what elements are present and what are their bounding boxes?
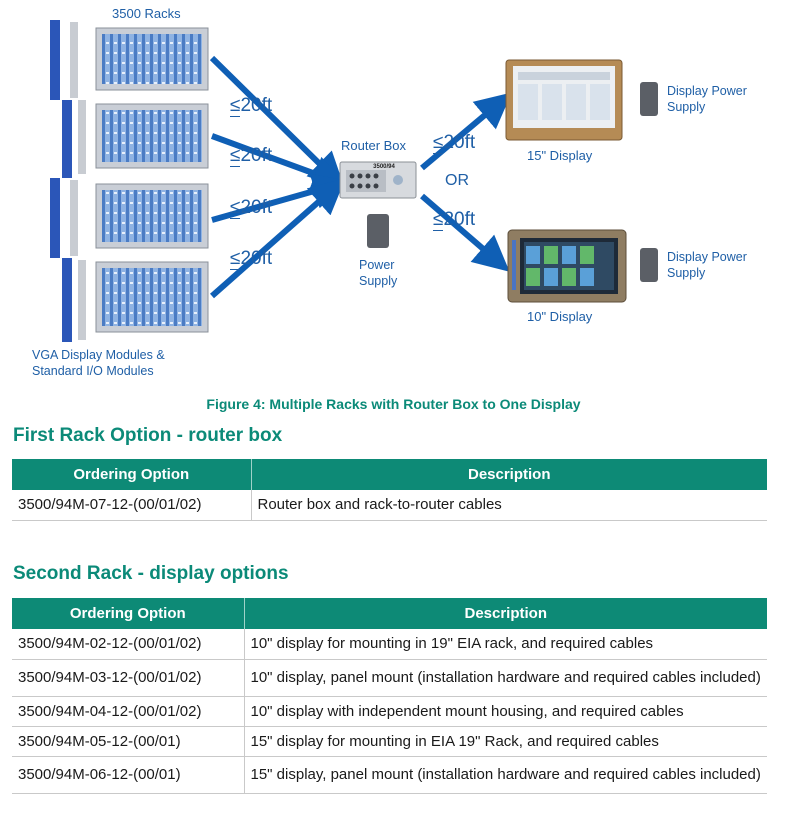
module-card (70, 22, 78, 98)
display-15-label: 15" Display (527, 148, 593, 163)
table-header-row: Ordering Option Description (12, 459, 767, 490)
display-power-supply-unit (640, 248, 658, 282)
less-equal-symbol: ≤ (230, 248, 241, 270)
column-header-ordering-option: Ordering Option (12, 598, 245, 629)
description-cell: 10" display with independent mount housi… (244, 696, 767, 727)
less-equal-symbol: ≤ (433, 132, 444, 154)
module-card (50, 20, 60, 100)
display-power-supply-unit (640, 82, 658, 116)
system-diagram-figure: 3500/94 (0, 0, 787, 395)
module-card (78, 260, 86, 340)
column-header-description: Description (251, 459, 767, 490)
section-title-display-options: Second Rack - display options (13, 563, 289, 584)
arrow (210, 178, 346, 299)
router-box-label: Router Box (341, 138, 407, 153)
table-row: 3500/94M-07-12-(00/01/02) Router box and… (12, 490, 767, 521)
distance-value: 20ft (240, 145, 273, 166)
table-row: 3500/94M-06-12-(00/01) 15" display, pane… (12, 756, 767, 794)
figure-caption: Figure 4: Multiple Racks with Router Box… (206, 396, 581, 412)
distance-label-5: ≤20ft (433, 132, 476, 154)
ordering-option-cell: 3500/94M-03-12-(00/01/02) (12, 659, 245, 697)
display-power-label-line2: Supply (667, 100, 706, 114)
module-card (70, 180, 78, 256)
distance-value: 20ft (240, 248, 273, 269)
module-card (78, 100, 86, 174)
ordering-option-cell: 3500/94M-04-12-(00/01/02) (12, 696, 245, 727)
arrow (420, 92, 512, 171)
or-label: OR (445, 172, 469, 189)
ordering-option-cell: 3500/94M-05-12-(00/01) (12, 726, 245, 757)
rack-4 (95, 261, 209, 333)
rack-1 (95, 27, 209, 91)
description-cell: 15" display, panel mount (installation h… (244, 756, 767, 794)
less-equal-symbol: ≤ (433, 209, 444, 231)
display-power-label-line1: Display Power (667, 250, 747, 264)
power-supply-label-line2: Supply (359, 274, 398, 288)
modules-label-line2: Standard I/O Modules (32, 364, 154, 378)
ordering-option-cell: 3500/94M-02-12-(00/01/02) (12, 629, 245, 660)
diagram-graphics: 3500/94 (50, 20, 658, 342)
arrow (420, 193, 510, 272)
distance-label-1: ≤20ft (230, 95, 273, 117)
racks-label: 3500 Racks (112, 6, 181, 21)
distance-value: 20ft (240, 95, 273, 116)
display-power-label-line1: Display Power (667, 84, 747, 98)
table-row: 3500/94M-05-12-(00/01) 15" display for m… (12, 726, 767, 757)
ordering-option-cell: 3500/94M-06-12-(00/01) (12, 756, 245, 794)
power-supply-label-line1: Power (359, 258, 395, 272)
distance-label-4: ≤20ft (230, 248, 273, 270)
module-cards (50, 20, 86, 342)
display-options-table: Ordering Option Description 3500/94M-02-… (12, 598, 767, 794)
rack-3 (95, 183, 209, 249)
arrow (209, 55, 345, 189)
power-supply-unit (367, 214, 389, 248)
display-10 (507, 229, 627, 303)
router-box (339, 161, 417, 199)
ordering-option-cell: 3500/94M-07-12-(00/01/02) (12, 490, 252, 521)
less-equal-symbol: ≤ (230, 145, 241, 167)
router-box-options-table: Ordering Option Description 3500/94M-07-… (12, 459, 767, 521)
rack-2 (95, 103, 209, 169)
router-to-display-arrows (420, 92, 512, 272)
module-card (62, 258, 72, 342)
distance-label-2: ≤20ft (230, 145, 273, 167)
less-equal-symbol: ≤ (230, 197, 241, 219)
module-card (62, 100, 72, 178)
distance-label-3: ≤20ft (230, 197, 273, 219)
less-equal-symbol: ≤ (230, 95, 241, 117)
distance-value: 20ft (443, 209, 476, 230)
column-header-description: Description (244, 598, 767, 629)
table-header-row: Ordering Option Description (12, 598, 767, 629)
table-row: 3500/94M-03-12-(00/01/02) 10" display, p… (12, 659, 767, 697)
distance-label-6: ≤20ft (433, 209, 476, 231)
description-cell: 10" display for mounting in 19" EIA rack… (244, 629, 767, 660)
module-card (50, 178, 60, 258)
distance-value: 20ft (240, 197, 273, 218)
table-row: 3500/94M-02-12-(00/01/02) 10" display fo… (12, 629, 767, 660)
modules-label-line1: VGA Display Modules & (32, 348, 165, 362)
display-power-label-line2: Supply (667, 266, 706, 280)
router-device-text: 3500/94 (373, 164, 395, 170)
description-cell: 10" display, panel mount (installation h… (244, 659, 767, 697)
display-10-label: 10" Display (527, 309, 593, 324)
section-title-router-box: First Rack Option - router box (13, 425, 283, 446)
column-header-ordering-option: Ordering Option (12, 459, 252, 490)
distance-value: 20ft (443, 132, 476, 153)
description-cell: 15" display for mounting in EIA 19" Rack… (244, 726, 767, 757)
rack-to-router-arrows (209, 55, 350, 299)
description-cell: Router box and rack-to-router cables (251, 490, 767, 521)
table-row: 3500/94M-04-12-(00/01/02) 10" display wi… (12, 696, 767, 727)
arrow (210, 133, 349, 191)
display-15 (505, 59, 623, 141)
racks (95, 27, 209, 333)
